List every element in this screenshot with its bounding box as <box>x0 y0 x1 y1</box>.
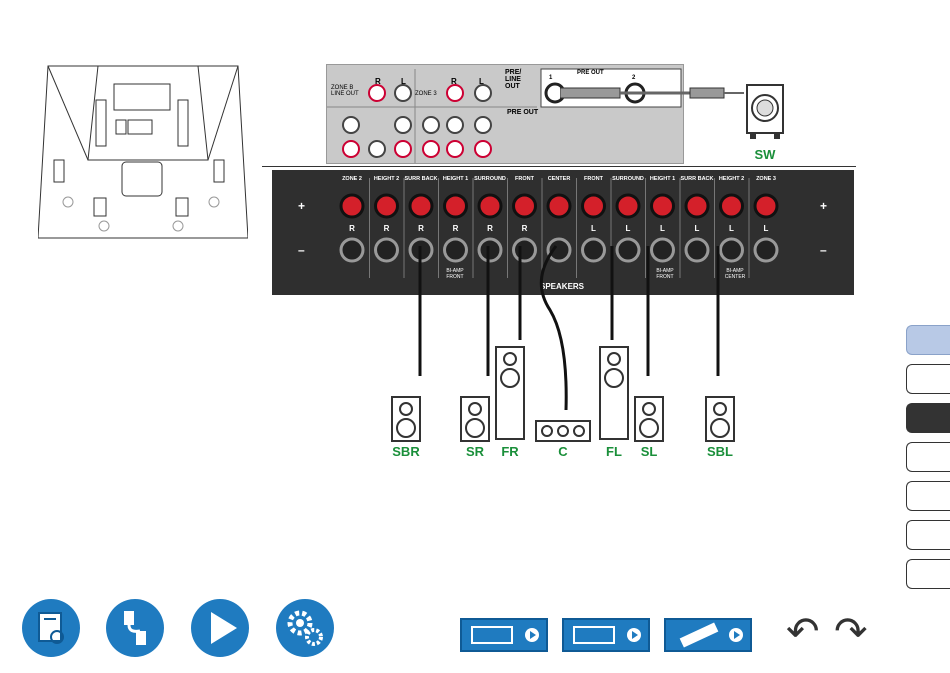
receiver-back-icon[interactable] <box>562 618 650 652</box>
channel-side-label: R <box>384 224 390 233</box>
plus-terminal <box>548 195 570 217</box>
speaker-sbl-label: SBL <box>695 444 745 459</box>
channel-side-label: R <box>418 224 424 233</box>
minus-label-right: – <box>820 243 827 257</box>
pre-out-panel: ZONE B LINE OUT ZONE 3 PRE/ LINE OUT PRE… <box>326 64 684 164</box>
speaker-fr-icon <box>495 346 525 442</box>
channel-side-label: R <box>522 224 528 233</box>
plus-terminal <box>686 195 708 217</box>
plus-terminal <box>479 195 501 217</box>
channel-side-label: L <box>729 224 734 233</box>
undo-icon[interactable]: ↶ <box>786 612 820 652</box>
plus-terminal <box>652 195 674 217</box>
play-icon[interactable] <box>191 599 249 657</box>
settings-icon[interactable] <box>276 599 334 657</box>
channel-side-label: R <box>487 224 493 233</box>
speaker-sbr-icon <box>391 396 421 442</box>
channel-side-label: L <box>591 224 596 233</box>
speaker-sbl-icon <box>705 396 735 442</box>
speaker-sl-icon <box>634 396 664 442</box>
section-divider <box>262 166 856 167</box>
terminal-column-label: SURROUND <box>611 176 645 182</box>
terminal-column-label: ZONE 3 <box>749 176 783 182</box>
plus-terminal <box>617 195 639 217</box>
terminal-column-label: SURR BACK <box>404 176 438 182</box>
terminal-column-label: FRONT <box>577 176 611 182</box>
side-tab-5[interactable] <box>906 481 950 511</box>
plus-label-right: + <box>820 199 827 213</box>
terminal-column-label: HEIGHT 2 <box>715 176 749 182</box>
plus-terminal <box>755 195 777 217</box>
plus-terminal <box>514 195 536 217</box>
terminal-column-label: SURROUND <box>473 176 507 182</box>
plus-terminal <box>410 195 432 217</box>
minus-label-left: – <box>298 243 305 257</box>
plus-terminal <box>341 195 363 217</box>
side-tab-7[interactable] <box>906 559 950 589</box>
minus-terminal <box>755 239 777 261</box>
terminal-column-label: CENTER <box>542 176 576 182</box>
speaker-sbr-label: SBR <box>381 444 431 459</box>
channel-side-label: L <box>764 224 769 233</box>
terminal-column-label: HEIGHT 1 <box>439 176 473 182</box>
pre-out-header: PRE OUT <box>577 70 604 76</box>
terminal-column-label: HEIGHT 2 <box>370 176 404 182</box>
plus-label-left: + <box>298 199 305 213</box>
remote-icon[interactable] <box>664 618 752 652</box>
plus-terminal <box>376 195 398 217</box>
plus-terminal <box>721 195 743 217</box>
subwoofer-icon <box>746 84 784 140</box>
terminal-column-label: ZONE 2 <box>335 176 369 182</box>
side-tab-2[interactable] <box>906 364 950 394</box>
channel-side-label: L <box>660 224 665 233</box>
subwoofer-label: SW <box>740 147 790 162</box>
side-tab-6[interactable] <box>906 520 950 550</box>
channel-side-label: R <box>349 224 355 233</box>
subwoofer-cable <box>560 82 750 106</box>
side-tab-1[interactable] <box>906 325 950 355</box>
speaker-c-icon <box>535 420 591 442</box>
speaker-sl-label: SL <box>624 444 674 459</box>
rca-jacks <box>327 65 683 163</box>
speaker-c-label: C <box>538 444 588 459</box>
receiver-front-icon[interactable] <box>460 618 548 652</box>
plus-terminal <box>583 195 605 217</box>
room-layout-illustration <box>38 62 248 240</box>
pre-out-2-label: 2 <box>632 75 635 81</box>
manual-icon[interactable] <box>22 599 80 657</box>
speaker-wiring <box>380 240 740 450</box>
channel-side-label: R <box>453 224 459 233</box>
channel-side-label: L <box>626 224 631 233</box>
terminal-column-label: SURR BACK <box>680 176 714 182</box>
terminal-column-label: FRONT <box>508 176 542 182</box>
side-tab-4[interactable] <box>906 442 950 472</box>
terminal-column-label: HEIGHT 1 <box>646 176 680 182</box>
speaker-fr-label: FR <box>485 444 535 459</box>
minus-terminal <box>341 239 363 261</box>
side-tab-3-active[interactable] <box>906 403 950 433</box>
speaker-sr-icon <box>460 396 490 442</box>
redo-icon[interactable]: ↷ <box>834 612 868 652</box>
plus-terminal <box>445 195 467 217</box>
pre-out-1-label: 1 <box>549 75 552 81</box>
speaker-fl-icon <box>599 346 629 442</box>
connection-icon[interactable] <box>106 599 164 657</box>
channel-side-label: L <box>695 224 700 233</box>
